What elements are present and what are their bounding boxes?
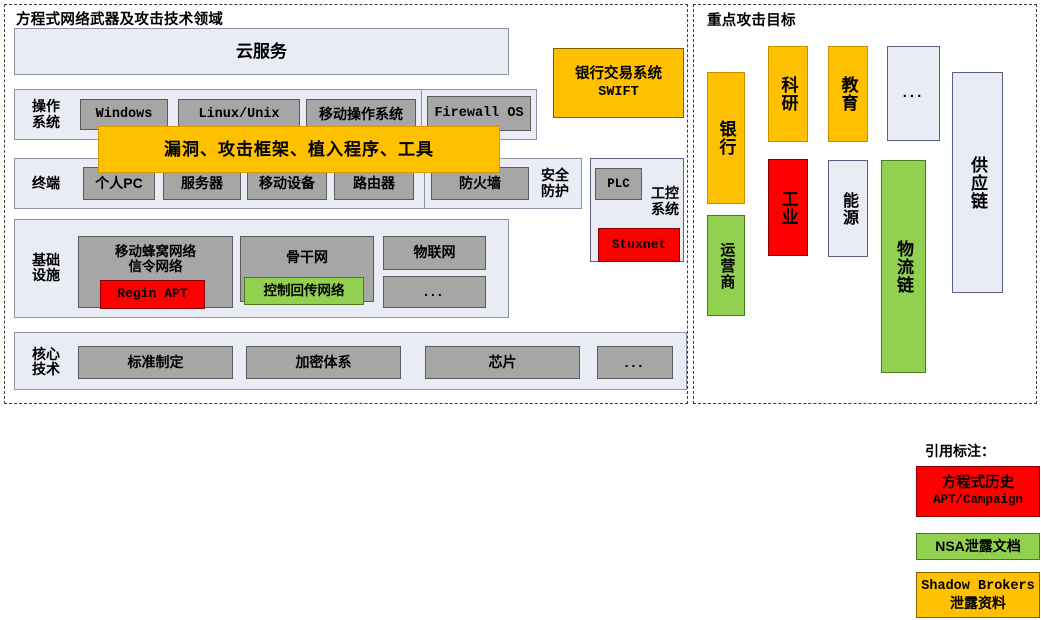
infra-cell-mobile-line1: 移动蜂窝网络 xyxy=(115,243,196,259)
legend-shadow-brokers-line2: 泄露资料 xyxy=(950,595,1006,612)
infrastructure-label-line2: 设施 xyxy=(32,267,60,283)
legend-equation-history-line2: APT/Campaign xyxy=(932,493,1023,508)
core-tech-item-standards[interactable]: 标准制定 xyxy=(78,346,233,379)
core-tech-label-line1: 核心 xyxy=(32,345,60,362)
target-bank-label: 银行 xyxy=(716,120,736,156)
target-education-label: 教育 xyxy=(838,76,858,112)
legend-item-shadow-brokers: Shadow Brokers 泄露资料 xyxy=(916,572,1040,618)
target-logistics-chain-label: 物流链 xyxy=(894,239,914,294)
terminal-row-label: 终端 xyxy=(32,174,60,191)
infra-cell-iot-more[interactable]: ... xyxy=(383,276,486,308)
target-supply-chain[interactable]: 供应链 xyxy=(952,72,1003,293)
ics-label-line2: 系统 xyxy=(651,201,679,217)
os-item-firewall-os[interactable]: Firewall OS xyxy=(427,96,531,131)
security-protection-label-line2: 防护 xyxy=(541,182,569,199)
infra-cell-iot[interactable]: 物联网 xyxy=(383,236,486,270)
infra-backbone-title: 骨干网 xyxy=(286,249,328,266)
bank-swift-line2: SWIFT xyxy=(598,85,639,101)
infra-cell-mobile-line2: 信令网络 xyxy=(128,259,183,274)
ics-item-plc[interactable]: PLC xyxy=(595,168,642,200)
target-bank[interactable]: 银行 xyxy=(707,72,745,204)
os-item-linux-unix[interactable]: Linux/Unix xyxy=(178,99,300,130)
core-tech-row-label: 核心 技术 xyxy=(17,339,75,385)
target-industry-label: 工业 xyxy=(778,189,798,226)
right-panel-title: 重点攻击目标 xyxy=(707,13,796,29)
infrastructure-label-line1: 基础 xyxy=(32,251,60,268)
legend-shadow-brokers-line1: Shadow Brokers xyxy=(921,578,1035,594)
core-tech-label-line2: 技术 xyxy=(32,361,60,377)
left-panel-title: 方程式网络武器及攻击技术领域 xyxy=(16,12,224,28)
security-protection-label: 安全 防护 xyxy=(533,161,577,206)
legend-item-nsa-leak: NSA泄露文档 xyxy=(916,533,1040,560)
security-protection-label-line1: 安全 xyxy=(541,167,569,184)
infra-cell-mobile-lines: 移动蜂窝网络 信令网络 xyxy=(79,237,232,278)
legend-item-equation-history: 方程式历史 APT/Campaign xyxy=(916,466,1040,517)
bank-swift-line1: 银行交易系统 xyxy=(575,65,662,82)
target-logistics-chain[interactable]: 物流链 xyxy=(881,160,926,373)
ics-tag-stuxnet[interactable]: Stuxnet xyxy=(598,228,680,262)
target-education[interactable]: 教育 xyxy=(828,46,868,142)
target-operator[interactable]: 运营商 xyxy=(707,215,745,316)
target-more[interactable]: ... xyxy=(887,46,940,141)
target-energy-label: 能源 xyxy=(839,191,857,226)
target-energy[interactable]: 能源 xyxy=(828,160,868,257)
target-industry[interactable]: 工业 xyxy=(768,159,808,256)
os-row-label-line1: 操作 xyxy=(32,98,60,115)
ics-label-line1: 工控 xyxy=(651,185,679,202)
legend-title: 引用标注： xyxy=(925,443,995,459)
infra-tag-regin-apt[interactable]: Regin APT xyxy=(100,280,205,309)
ics-label: 工控 系统 xyxy=(645,180,685,224)
core-tech-item-crypto[interactable]: 加密体系 xyxy=(246,346,401,379)
target-research-label: 科研 xyxy=(778,76,798,112)
target-operator-label: 运营商 xyxy=(718,241,736,290)
core-tech-item-more[interactable]: ... xyxy=(597,346,673,379)
target-supply-chain-label: 供应链 xyxy=(968,155,988,210)
cloud-service-box: 云服务 xyxy=(14,28,509,75)
bank-transaction-swift-box[interactable]: 银行交易系统 SWIFT xyxy=(553,48,684,118)
os-row-label: 操作 系统 xyxy=(17,93,75,136)
infrastructure-row-label: 基础 设施 xyxy=(17,245,75,291)
infra-tag-control-backhaul[interactable]: 控制回传网络 xyxy=(244,277,364,305)
overlay-vulnerability-band[interactable]: 漏洞、攻击框架、植入程序、工具 xyxy=(98,126,500,173)
legend-equation-history-line1: 方程式历史 xyxy=(941,475,1015,492)
os-row-label-line2: 系统 xyxy=(32,113,60,130)
target-research[interactable]: 科研 xyxy=(768,46,808,142)
core-tech-item-chip[interactable]: 芯片 xyxy=(425,346,580,379)
